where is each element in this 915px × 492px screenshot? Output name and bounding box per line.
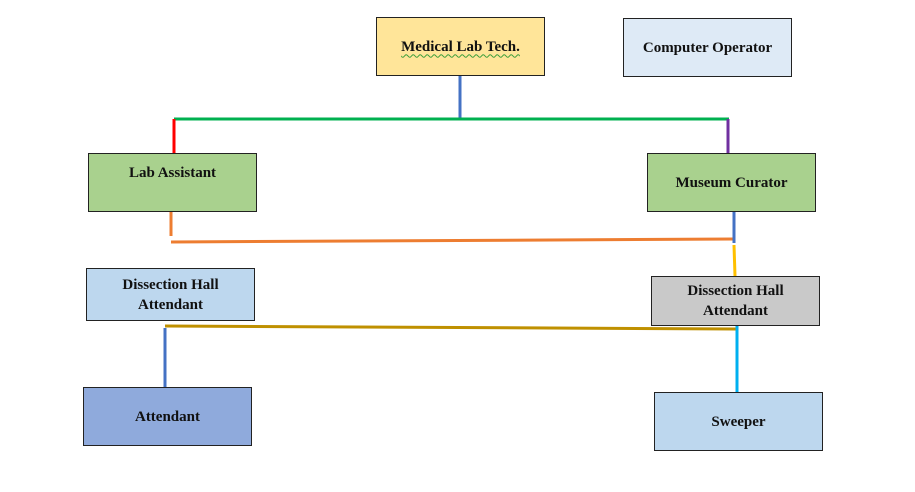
connector-dissection-horizontal bbox=[164, 324, 737, 331]
dissection-hall-attendant-right-line1: Dissection Hall bbox=[687, 283, 784, 299]
dissection-hall-attendant-left-label: Dissection Hall Attendant bbox=[122, 275, 218, 315]
dissection-hall-attendant-left-line2: Attendant bbox=[137, 296, 203, 313]
lab-assistant-label: Lab Assistant bbox=[128, 165, 217, 181]
connector-lab-to-museum-horizontal bbox=[170, 237, 735, 244]
dissection-hall-attendant-right-line2: Attendant bbox=[702, 303, 768, 319]
computer-operator-label: Computer Operator bbox=[642, 39, 773, 56]
attendant-label: Attendant bbox=[134, 408, 200, 425]
sweeper-box: Sweeper bbox=[654, 392, 823, 451]
medical-lab-tech-box: Medical Lab Tech. bbox=[376, 17, 545, 76]
dissection-hall-attendant-right-label: Dissection Hall Attendant bbox=[687, 281, 783, 321]
museum-curator-box: Museum Curator bbox=[647, 153, 816, 212]
sweeper-label: Sweeper bbox=[711, 413, 766, 430]
attendant-box: Attendant bbox=[83, 387, 252, 446]
dissection-hall-attendant-left-box: Dissection Hall Attendant bbox=[86, 268, 255, 321]
dissection-hall-attendant-right-box: Dissection Hall Attendant bbox=[651, 276, 820, 326]
computer-operator-box: Computer Operator bbox=[623, 18, 792, 77]
lab-assistant-box: Lab Assistant bbox=[88, 153, 257, 212]
museum-curator-label: Museum Curator bbox=[675, 174, 788, 191]
dissection-hall-attendant-left-line1: Dissection Hall bbox=[122, 276, 219, 293]
connector-museum-to-dissection-right bbox=[732, 244, 737, 277]
medical-lab-tech-label: Medical Lab Tech. bbox=[401, 38, 520, 55]
